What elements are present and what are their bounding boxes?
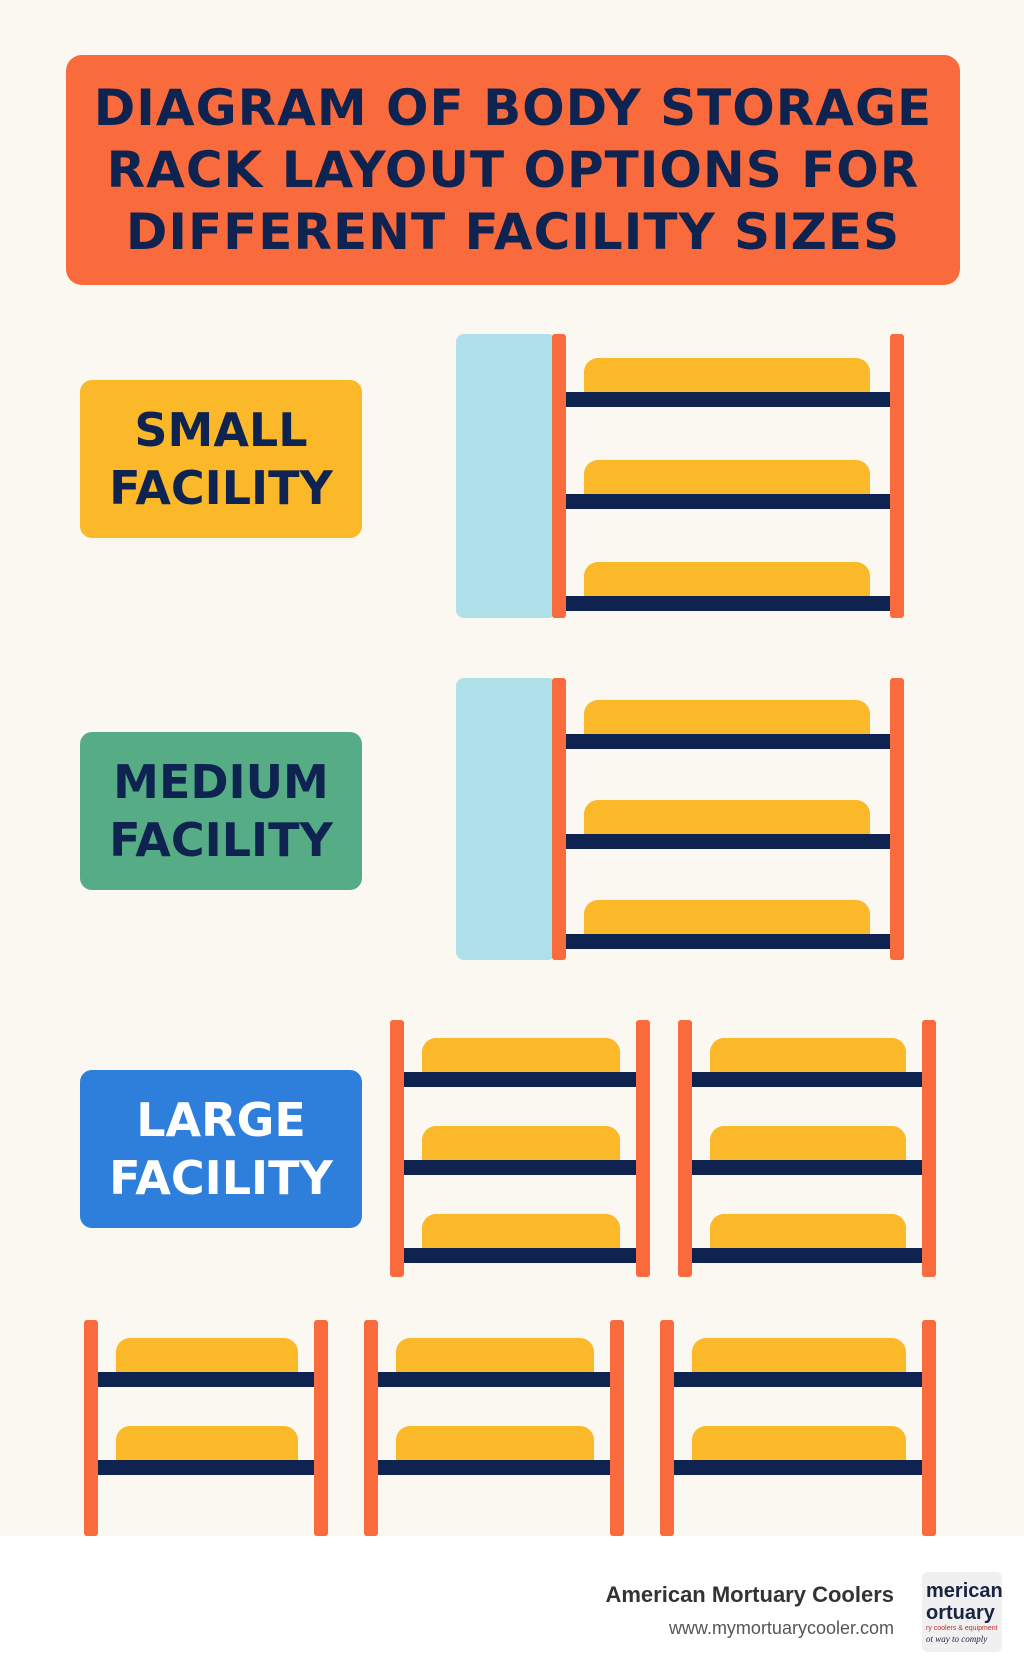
rack-shelf bbox=[692, 1160, 922, 1175]
rack-shelf bbox=[674, 1372, 922, 1387]
footer: American Mortuary Coolers www.mymortuary… bbox=[0, 1536, 1024, 1666]
storage-rack bbox=[552, 678, 904, 960]
body-tray bbox=[584, 700, 870, 734]
body-tray bbox=[710, 1038, 906, 1072]
rack-shelf bbox=[404, 1248, 636, 1263]
rack-shelf bbox=[692, 1248, 922, 1263]
rack-shelf bbox=[98, 1460, 314, 1475]
cooler-wall bbox=[456, 678, 556, 960]
logo-text-line: ry coolers & equipment bbox=[926, 1625, 998, 1632]
rack-post bbox=[314, 1320, 328, 1536]
rack-post bbox=[922, 1020, 936, 1277]
rack-shelf bbox=[98, 1372, 314, 1387]
body-tray bbox=[116, 1426, 298, 1460]
rack-shelf bbox=[404, 1160, 636, 1175]
rack-shelf bbox=[674, 1460, 922, 1475]
body-tray bbox=[422, 1126, 620, 1160]
body-tray bbox=[422, 1214, 620, 1248]
body-tray bbox=[710, 1214, 906, 1248]
label-large-facility: LARGE FACILITY bbox=[80, 1070, 362, 1228]
rack-shelf bbox=[566, 934, 890, 949]
body-tray bbox=[584, 460, 870, 494]
storage-rack bbox=[390, 1020, 650, 1277]
rack-post bbox=[678, 1020, 692, 1277]
body-tray bbox=[396, 1338, 594, 1372]
rack-post bbox=[84, 1320, 98, 1536]
title-banner: DIAGRAM OF BODY STORAGE RACK LAYOUT OPTI… bbox=[66, 55, 960, 285]
body-tray bbox=[710, 1126, 906, 1160]
storage-rack bbox=[660, 1320, 936, 1536]
logo-text-line: ot way to comply bbox=[926, 1634, 988, 1644]
body-tray bbox=[116, 1338, 298, 1372]
body-tray bbox=[584, 562, 870, 596]
body-tray bbox=[692, 1426, 906, 1460]
storage-rack bbox=[84, 1320, 328, 1536]
rack-post bbox=[552, 678, 566, 960]
rack-post bbox=[610, 1320, 624, 1536]
rack-post bbox=[364, 1320, 378, 1536]
rack-shelf bbox=[692, 1072, 922, 1087]
company-logo: merican ortuary ry coolers & equipment o… bbox=[922, 1572, 1002, 1652]
body-tray bbox=[584, 800, 870, 834]
rack-post bbox=[890, 678, 904, 960]
rack-shelf bbox=[566, 392, 890, 407]
rack-shelf bbox=[566, 834, 890, 849]
label-medium-facility: MEDIUM FACILITY bbox=[80, 732, 362, 890]
body-tray bbox=[692, 1338, 906, 1372]
body-tray bbox=[584, 358, 870, 392]
brand-name: American Mortuary Coolers bbox=[605, 1582, 894, 1607]
storage-rack bbox=[364, 1320, 624, 1536]
rack-shelf bbox=[378, 1372, 610, 1387]
storage-rack bbox=[678, 1020, 936, 1277]
rack-shelf bbox=[566, 596, 890, 611]
rack-shelf bbox=[378, 1460, 610, 1475]
body-tray bbox=[584, 900, 870, 934]
rack-post bbox=[636, 1020, 650, 1277]
rack-post bbox=[390, 1020, 404, 1277]
diagram-title: DIAGRAM OF BODY STORAGE RACK LAYOUT OPTI… bbox=[93, 79, 933, 261]
brand-url[interactable]: www.mymortuarycooler.com bbox=[668, 1618, 894, 1638]
rack-post bbox=[552, 334, 566, 618]
body-tray bbox=[422, 1038, 620, 1072]
label-small-facility: SMALL FACILITY bbox=[80, 380, 362, 538]
rack-post bbox=[890, 334, 904, 618]
rack-shelf bbox=[404, 1072, 636, 1087]
storage-rack bbox=[552, 334, 904, 618]
rack-shelf bbox=[566, 494, 890, 509]
body-tray bbox=[396, 1426, 594, 1460]
rack-post bbox=[922, 1320, 936, 1536]
rack-shelf bbox=[566, 734, 890, 749]
logo-text-line: ortuary bbox=[926, 1602, 995, 1624]
cooler-wall bbox=[456, 334, 556, 618]
logo-text-line: merican bbox=[926, 1580, 1002, 1602]
rack-post bbox=[660, 1320, 674, 1536]
